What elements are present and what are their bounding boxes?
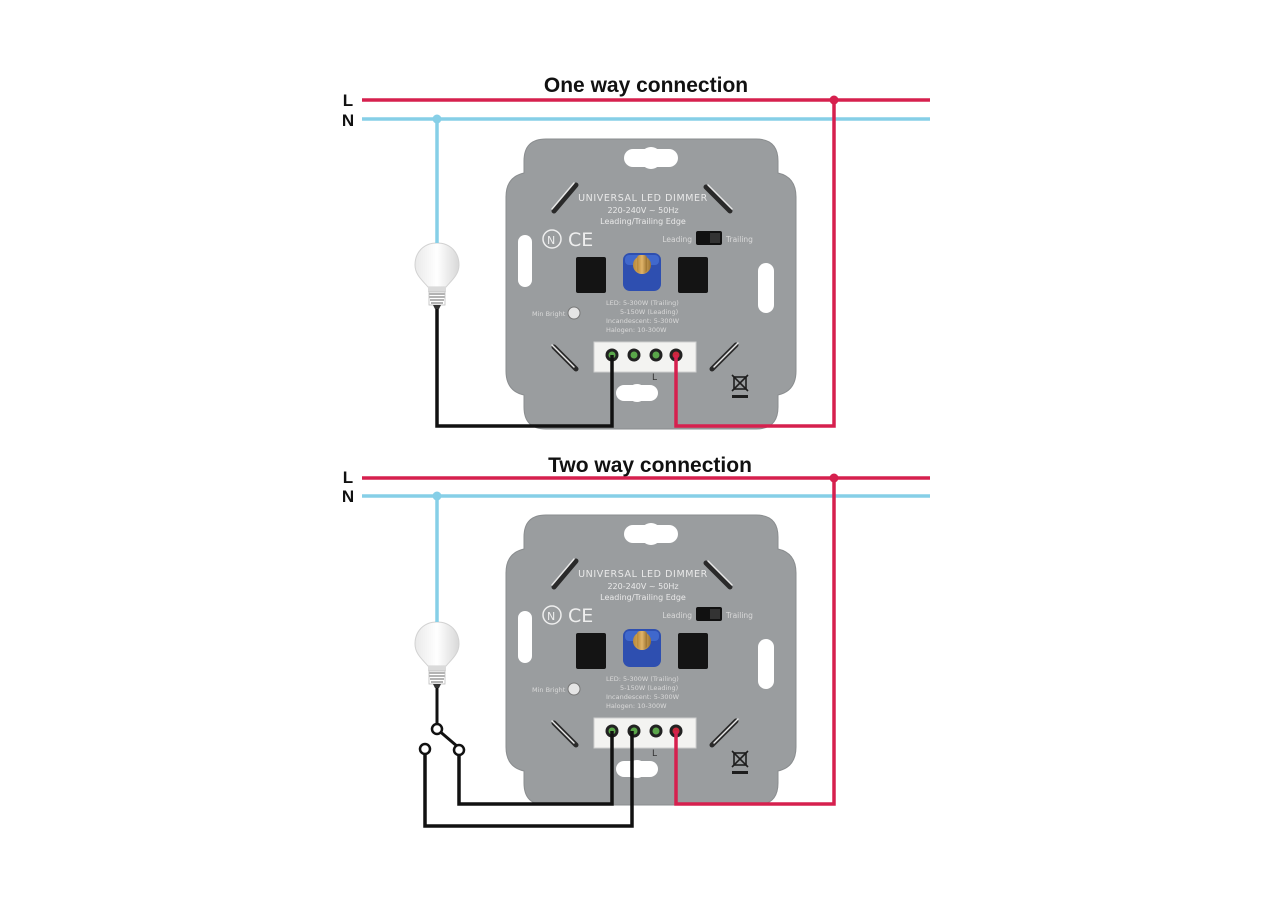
panel-title: Two way connection <box>548 454 752 477</box>
switch-trailing-label: Trailing <box>725 235 753 244</box>
switch-trailing-label: Trailing <box>725 611 753 620</box>
light-bulb <box>414 621 460 689</box>
dimmer-edge: Leading/Trailing Edge <box>600 593 686 602</box>
traveller-wire-2 <box>423 731 634 828</box>
spec-line-4: Halogen: 10-300W <box>606 326 667 334</box>
dimmer-voltage: 220-240V ~ 50Hz <box>607 206 678 215</box>
terminal-l-label: L <box>652 749 657 759</box>
neutral-junction <box>432 114 442 124</box>
load-wire <box>435 309 614 428</box>
two-way-switch <box>418 722 466 757</box>
light-bulb <box>414 242 460 310</box>
spec-line-4: Halogen: 10-300W <box>606 702 667 710</box>
spec-line-3: Incandescent: 5-300W <box>606 693 680 701</box>
live-drop-wire <box>674 478 836 806</box>
spec-line-1: LED: 5-300W (Trailing) <box>606 299 679 307</box>
dimmer-plate: UNIVERSAL LED DIMMER 220-240V ~ 50Hz Lea… <box>506 515 796 805</box>
live-rail-label: L <box>343 468 353 487</box>
terminal-l-label: L <box>652 373 657 383</box>
dimmer-name: UNIVERSAL LED DIMMER <box>578 569 708 580</box>
traveller-wire-1 <box>457 731 614 806</box>
switch-leading-label: Leading <box>662 611 692 620</box>
live-rail-label: L <box>343 91 353 110</box>
neutral-rail-label: N <box>342 111 354 130</box>
dimmer-voltage: 220-240V ~ 50Hz <box>607 582 678 591</box>
panel-two-way: Two way connection L N UNIVERSAL LED DIM… <box>342 454 930 828</box>
panel-title: One way connection <box>544 74 748 97</box>
switch-leading-label: Leading <box>662 235 692 244</box>
panel-one-way: One way connection L N UNIVERSAL LED DIM… <box>342 74 930 429</box>
min-bright-label: Min Bright <box>532 686 566 694</box>
spec-line-2: 5-150W (Leading) <box>620 684 678 692</box>
live-junction <box>829 473 839 483</box>
spec-line-1: LED: 5-300W (Trailing) <box>606 675 679 683</box>
dimmer-name: UNIVERSAL LED DIMMER <box>578 193 708 204</box>
dimmer-edge: Leading/Trailing Edge <box>600 217 686 226</box>
spec-line-3: Incandescent: 5-300W <box>606 317 680 325</box>
dimmer-plate: UNIVERSAL LED DIMMER 220-240V ~ 50Hz Lea… <box>506 139 796 429</box>
live-drop-wire <box>674 100 836 428</box>
spec-line-2: 5-150W (Leading) <box>620 308 678 316</box>
live-junction <box>829 95 839 105</box>
min-bright-label: Min Bright <box>532 310 566 318</box>
neutral-rail-label: N <box>342 487 354 506</box>
neutral-junction <box>432 491 442 501</box>
